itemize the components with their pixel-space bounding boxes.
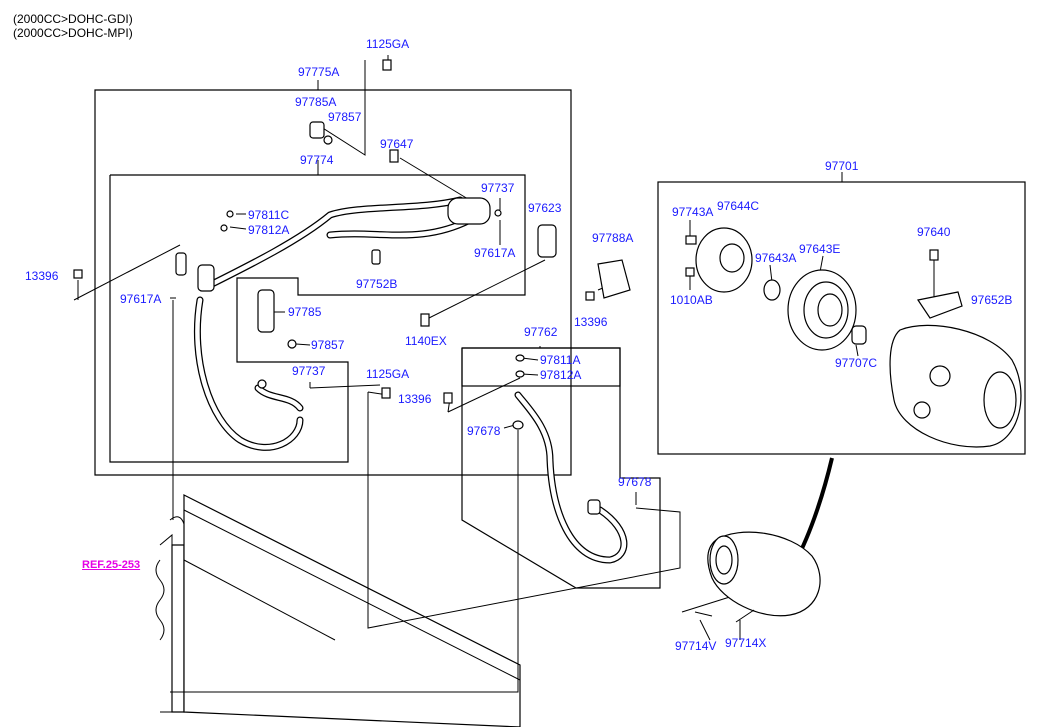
label-13396-right[interactable]: 13396 [574,315,608,329]
label-97811a[interactable]: 97811A [540,353,581,367]
label-97857-top[interactable]: 97857 [328,110,362,124]
engine-note-gdi: (2000CC>DOHC-GDI) [13,12,133,26]
label-97643e[interactable]: 97643E [799,242,841,256]
label-97743a[interactable]: 97743A [672,205,714,219]
label-97644c[interactable]: 97644C [717,199,760,213]
label-97812a-low[interactable]: 97812A [540,368,582,382]
ref-link-25-253[interactable]: REF.25-253 [82,559,141,571]
label-97617a-left[interactable]: 97617A [120,292,162,306]
label-97752b[interactable]: 97752B [356,277,398,291]
label-97788a[interactable]: 97788A [592,231,634,245]
label-97737-top[interactable]: 97737 [481,181,515,195]
compressor-clutch-parts [685,227,1022,448]
box-97775a [94,89,572,476]
label-97640[interactable]: 97640 [917,225,951,239]
label-97617a-right[interactable]: 97617A [474,246,516,260]
compressor-assembled [694,531,821,623]
label-97811c[interactable]: 97811C [248,208,290,222]
label-97652b[interactable]: 97652B [971,293,1013,307]
label-13396-mid[interactable]: 13396 [398,392,432,406]
label-1140ex[interactable]: 1140EX [405,334,447,348]
label-13396-left[interactable]: 13396 [25,269,59,283]
label-97857-mid[interactable]: 97857 [311,338,345,352]
label-1010ab[interactable]: 1010AB [670,293,713,307]
hose-97774 [193,196,474,451]
label-97737-mid[interactable]: 97737 [292,364,326,378]
box-97774 [109,174,526,463]
hose-97762 [514,391,628,564]
label-97707c[interactable]: 97707C [835,356,878,370]
label-97623[interactable]: 97623 [528,201,562,215]
label-97647[interactable]: 97647 [380,137,414,151]
label-97701[interactable]: 97701 [825,159,859,173]
label-1125ga-top[interactable]: 1125GA [366,37,410,51]
label-97812a-top[interactable]: 97812A [248,223,290,237]
label-97643a[interactable]: 97643A [755,251,797,265]
engine-note-mpi: (2000CC>DOHC-MPI) [13,26,133,40]
condenser-drawing [155,494,521,727]
label-97678-right[interactable]: 97678 [618,475,652,489]
label-1125ga-mid[interactable]: 1125GA [366,367,410,381]
label-97714x[interactable]: 97714X [725,636,767,650]
small-parts [73,59,631,515]
label-97785a[interactable]: 97785A [295,95,337,109]
label-97678-left[interactable]: 97678 [467,424,501,438]
label-97714v[interactable]: 97714V [675,639,717,653]
label-97775a[interactable]: 97775A [298,65,340,79]
label-97774[interactable]: 97774 [300,153,334,167]
label-97762[interactable]: 97762 [524,325,558,339]
box-97762-outline [461,347,661,589]
label-97785[interactable]: 97785 [288,305,322,319]
